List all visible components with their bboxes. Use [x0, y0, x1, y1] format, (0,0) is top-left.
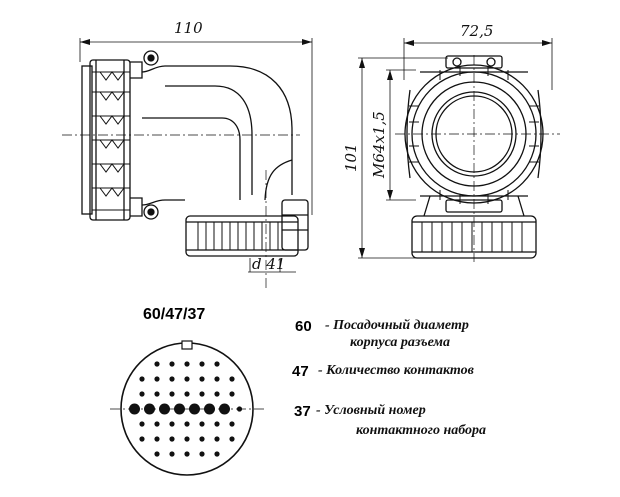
signal-pin: [139, 391, 145, 397]
side-view: [79, 38, 313, 273]
power-pin: [219, 403, 230, 415]
power-pin: [129, 403, 140, 415]
dim-length: 110: [174, 19, 203, 37]
signal-pin: [184, 451, 190, 457]
signal-pin: [199, 451, 205, 457]
signal-pin: [199, 361, 205, 367]
signal-pin: [199, 436, 205, 442]
signal-pin: [169, 376, 175, 382]
signal-pin: [184, 376, 190, 382]
signal-pin: [214, 451, 220, 457]
signal-pin: [214, 361, 220, 367]
signal-pin: [214, 376, 220, 382]
signal-pin: [139, 421, 145, 427]
signal-pin: [229, 421, 235, 427]
legend-text-1b: корпуса разъема: [350, 335, 451, 350]
power-pin: [204, 403, 215, 415]
signal-pin: [169, 361, 175, 367]
signal-pin: [214, 436, 220, 442]
legend-text-2: - Количество контактов: [318, 363, 474, 378]
dim-outlet-diameter: d 41: [252, 255, 285, 273]
signal-pin: [154, 421, 160, 427]
signal-pin: [199, 391, 205, 397]
power-pin: [174, 403, 185, 415]
signal-pin: [236, 406, 243, 412]
legend-text-3: - Условный номер: [316, 403, 426, 418]
power-pin: [144, 403, 155, 415]
signal-pin: [229, 391, 235, 397]
signal-pin: [184, 436, 190, 442]
signal-pin: [169, 436, 175, 442]
signal-pin: [169, 421, 175, 427]
legend-text-3b: контактного набора: [356, 423, 487, 438]
signal-pin: [184, 391, 190, 397]
signal-pin: [229, 436, 235, 442]
signal-pin: [199, 421, 205, 427]
insert-code: 60/47/37: [143, 306, 206, 323]
dim-width: 72,5: [460, 22, 493, 40]
dim-height: 101: [342, 143, 360, 172]
legend-number-3: 37: [294, 403, 311, 420]
signal-pin: [154, 361, 160, 367]
signal-pin: [154, 391, 160, 397]
dim-thread: M64x1,5: [370, 111, 388, 179]
signal-pin: [139, 376, 145, 382]
signal-pin: [154, 451, 160, 457]
power-pin: [189, 403, 200, 415]
legend-number-1: 60: [295, 318, 312, 335]
signal-pin: [169, 391, 175, 397]
legend-number-2: 47: [292, 363, 309, 380]
signal-pin: [154, 436, 160, 442]
signal-pin: [184, 421, 190, 427]
legend-text-1: - Посадочный диаметр: [325, 318, 469, 333]
contact-insert: [110, 340, 264, 476]
signal-pin: [199, 376, 205, 382]
contact-pins: [129, 361, 243, 457]
power-pin: [159, 403, 170, 415]
signal-pin: [214, 421, 220, 427]
signal-pin: [229, 376, 235, 382]
signal-pin: [169, 451, 175, 457]
signal-pin: [214, 391, 220, 397]
signal-pin: [154, 376, 160, 382]
signal-pin: [139, 436, 145, 442]
signal-pin: [184, 361, 190, 367]
